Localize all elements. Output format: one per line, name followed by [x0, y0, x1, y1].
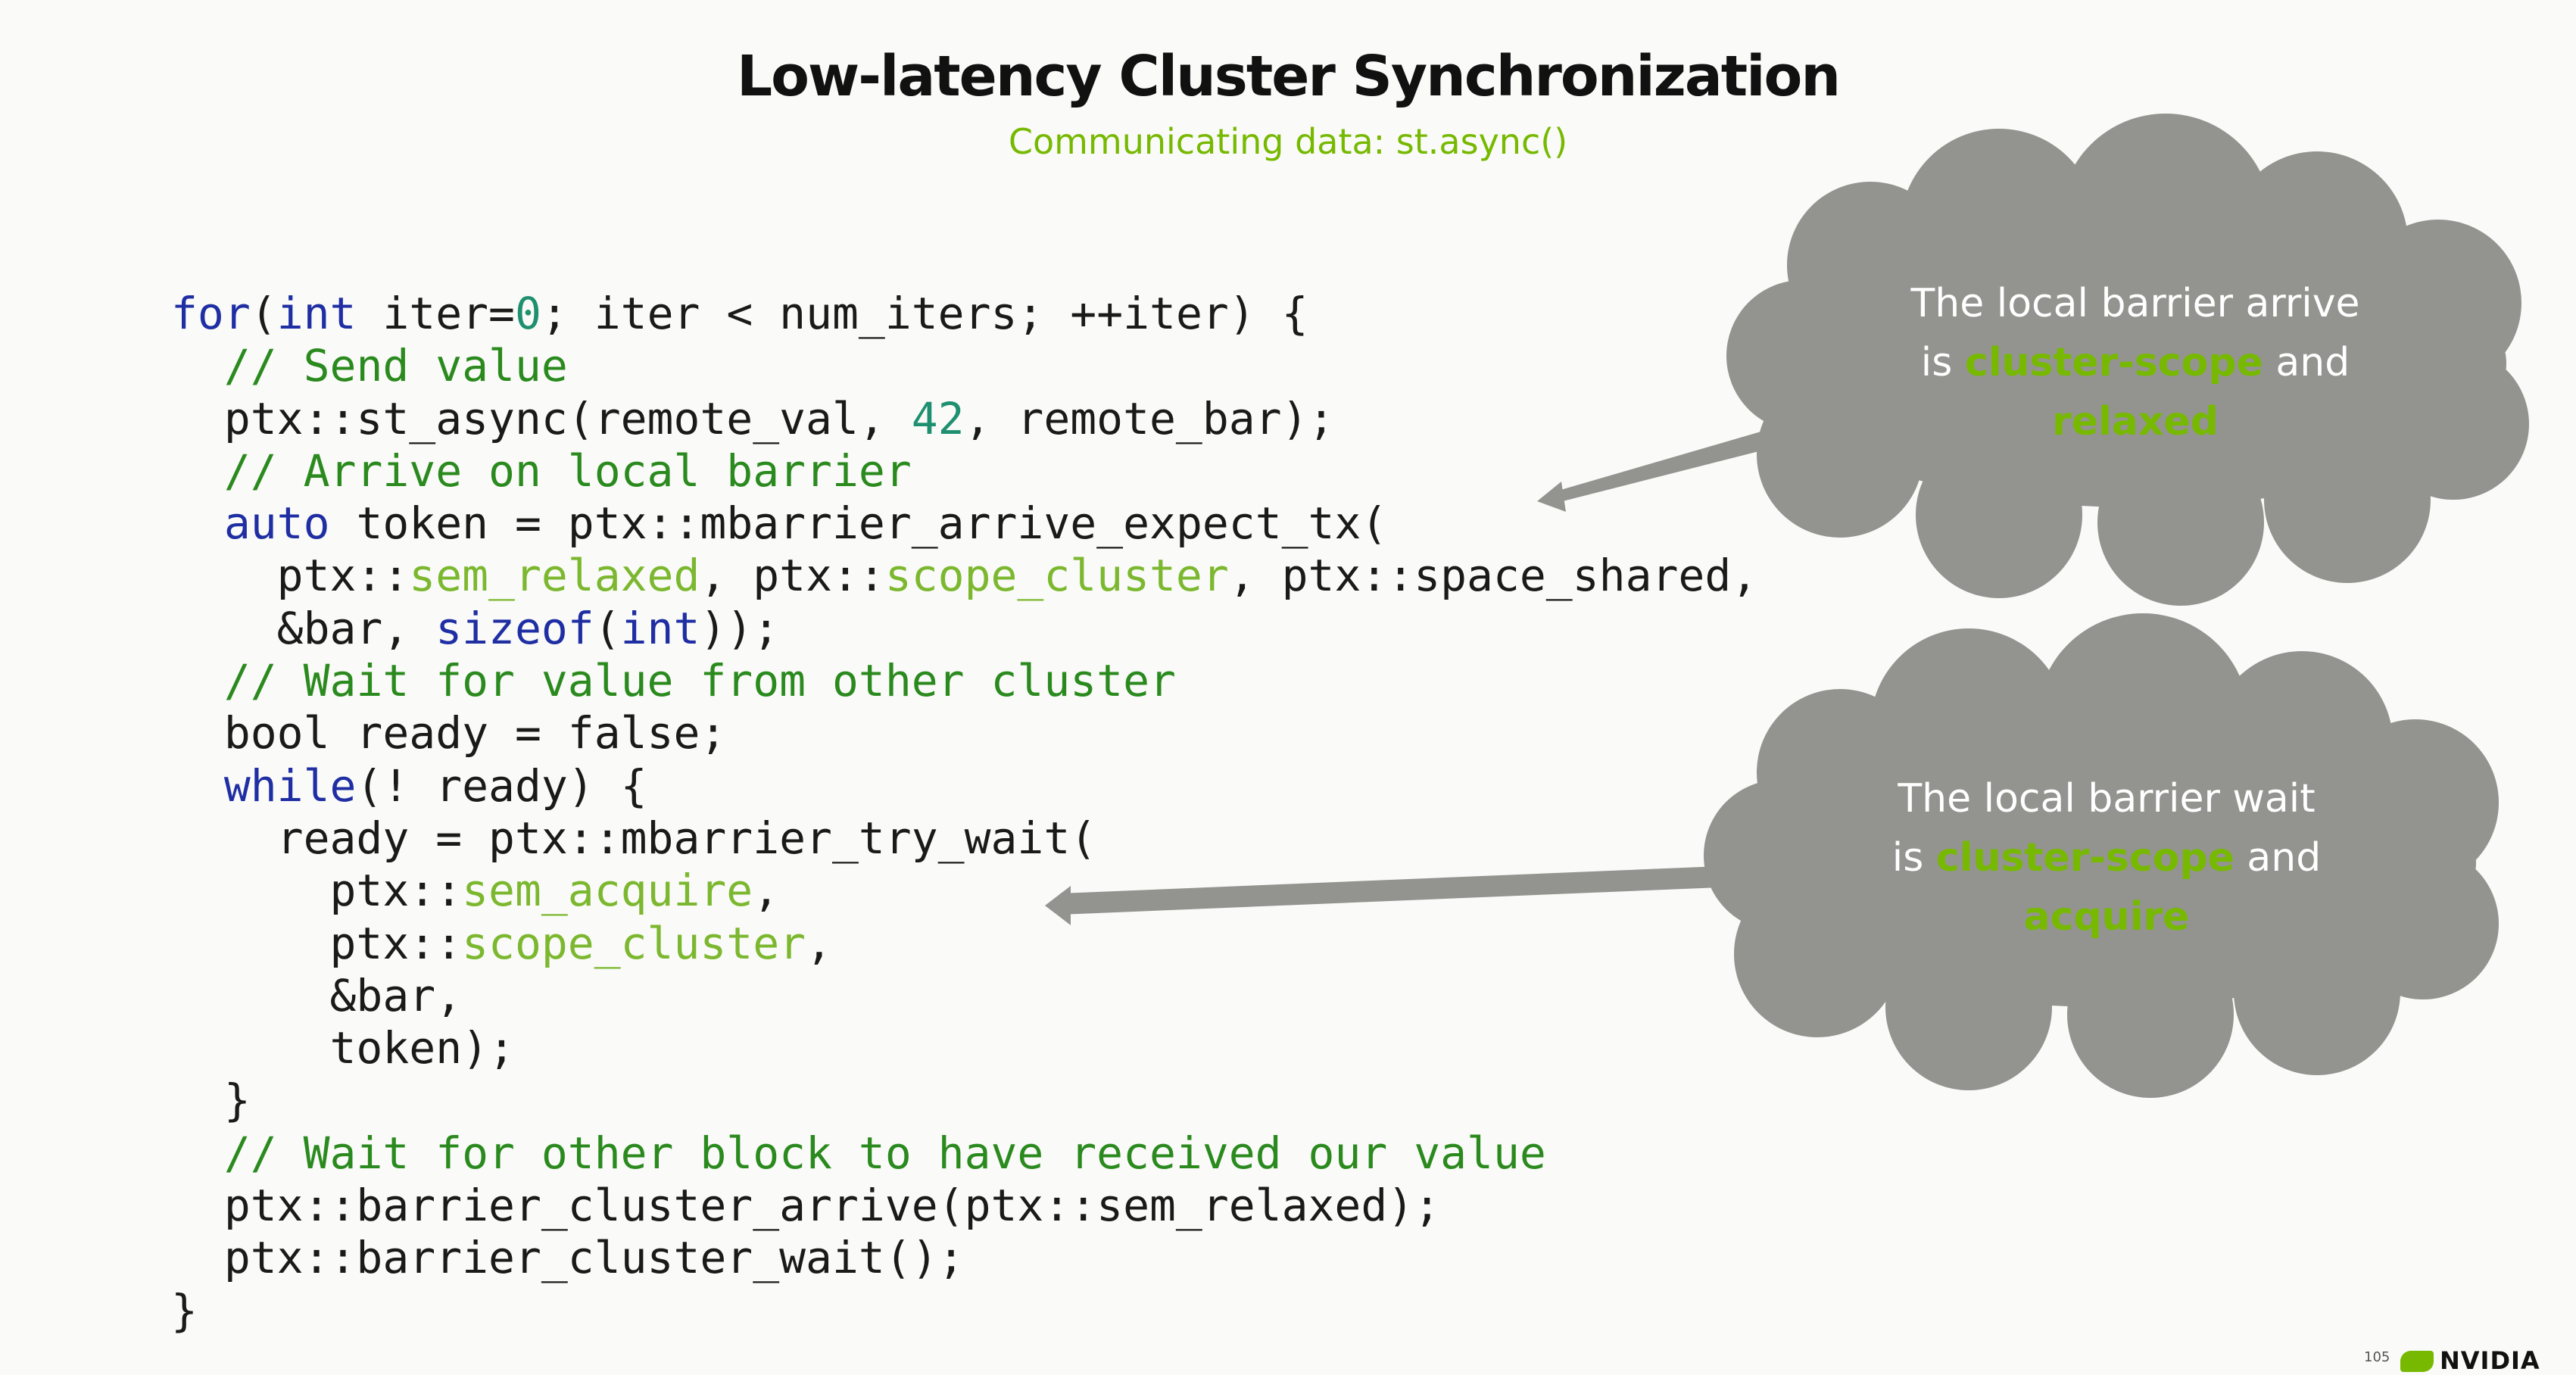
code-token: ,	[753, 865, 780, 917]
code-token: ptx::	[171, 550, 410, 602]
code-token: iter=	[356, 288, 515, 339]
code-line: // Wait for value from other cluster	[171, 655, 1757, 707]
code-token: &bar,	[171, 969, 463, 1021]
callout-top-highlight-scope: cluster-scope	[1964, 340, 2263, 385]
code-token: // Arrive on local barrier	[223, 444, 912, 497]
code-token: , remote_bar);	[964, 392, 1335, 444]
code-line: }	[171, 1074, 1757, 1127]
code-line: &bar,	[171, 970, 1757, 1022]
code-token: sem_relaxed	[409, 550, 700, 602]
code-token: // Wait for value from other cluster	[223, 655, 1176, 707]
code-line: for(int iter=0; iter < num_iters; ++iter…	[171, 288, 1757, 340]
brand-logo-text: NVIDIA	[2440, 1346, 2540, 1375]
code-line: auto token = ptx::mbarrier_arrive_expect…	[171, 497, 1757, 550]
code-line: ptx::barrier_cluster_arrive(ptx::sem_rel…	[171, 1180, 1757, 1232]
code-token: sizeof	[435, 602, 594, 654]
code-token: ptx::barrier_cluster_wait();	[171, 1232, 965, 1284]
code-token: 0	[514, 288, 541, 339]
code-token: int	[620, 602, 700, 654]
callout-bottom-line2: is cluster-scope and	[1891, 835, 2322, 881]
code-token: }	[171, 1074, 251, 1127]
code-token: sem_acquire	[462, 865, 753, 917]
code-token: , ptx::space_shared,	[1228, 550, 1758, 602]
code-line: token);	[171, 1022, 1757, 1074]
code-token: (	[250, 288, 277, 339]
code-line: ptx::barrier_cluster_wait();	[171, 1232, 1757, 1284]
callout-top-text: The local barrier arrive is cluster-scop…	[1832, 274, 2438, 451]
nvidia-logo-icon	[2400, 1351, 2434, 1372]
code-line: ptx::sem_acquire,	[171, 865, 1757, 917]
code-line: }	[171, 1285, 1757, 1337]
code-line: ptx::scope_cluster,	[171, 918, 1757, 970]
cloud-bottom	[1704, 613, 2499, 1098]
code-line: &bar, sizeof(int));	[171, 603, 1757, 655]
code-token: ptx::st_async(remote_val,	[171, 392, 912, 444]
code-token: auto	[223, 497, 330, 550]
code-token: int	[276, 288, 357, 339]
code-token: ptx::barrier_cluster_arrive(ptx::sem_rel…	[171, 1180, 1441, 1232]
code-token: ptx::	[171, 917, 463, 969]
code-block: for(int iter=0; iter < num_iters; ++iter…	[171, 288, 1757, 1337]
code-token: token);	[171, 1022, 515, 1074]
code-token: scope_cluster	[884, 550, 1229, 602]
callout-top-line2: is cluster-scope and	[1920, 340, 2350, 385]
code-token: // Send value	[223, 340, 568, 392]
code-token: ));	[700, 602, 780, 654]
code-token: 42	[911, 392, 965, 444]
callout-bottom-text: The local barrier wait is cluster-scope …	[1804, 769, 2409, 946]
code-line: bool ready = false;	[171, 707, 1757, 759]
code-line: // Wait for other block to have received…	[171, 1127, 1757, 1180]
code-token: }	[171, 1284, 198, 1336]
code-token: ,	[806, 917, 832, 969]
cloud-top	[1726, 114, 2529, 606]
page-number: 105	[2364, 1349, 2390, 1365]
code-token: ; iter < num_iters; ++iter) {	[541, 288, 1308, 339]
callout-top-highlight-sem: relaxed	[2052, 399, 2219, 444]
code-line: ptx::sem_relaxed, ptx::scope_cluster, pt…	[171, 550, 1758, 602]
code-token: while	[223, 759, 357, 812]
slide-title: Low-latency Cluster Synchronization	[736, 44, 1841, 109]
code-line: ready = ptx::mbarrier_try_wait(	[171, 812, 1757, 865]
callout-bottom-highlight-scope: cluster-scope	[1935, 835, 2235, 881]
callout-top-line1: The local barrier arrive	[1910, 281, 2360, 326]
code-token: bool ready = false;	[171, 707, 727, 759]
code-token: ready = ptx::mbarrier_try_wait(	[171, 812, 1097, 864]
code-line: // Arrive on local barrier	[171, 445, 1757, 497]
slide-subtitle: Communicating data: st.async()	[1008, 121, 1568, 162]
code-line: ptx::st_async(remote_val, 42, remote_bar…	[171, 393, 1757, 445]
callout-bottom-line1: The local barrier wait	[1898, 776, 2316, 822]
code-token: (	[594, 602, 621, 654]
code-token: (! ready) {	[356, 759, 647, 812]
code-token: scope_cluster	[462, 917, 806, 969]
code-token: // Wait for other block to have received…	[223, 1127, 1546, 1179]
arrow-top	[1537, 424, 1795, 512]
arrow-bottom	[1045, 865, 1757, 925]
code-token: ptx::	[171, 865, 463, 917]
callout-bottom-highlight-sem: acquire	[2023, 894, 2190, 940]
code-token: token = ptx::mbarrier_arrive_expect_tx(	[329, 497, 1388, 550]
code-token: , ptx::	[700, 550, 885, 602]
code-line: // Send value	[171, 340, 1757, 392]
code-token: for	[171, 288, 251, 339]
code-line: while(! ready) {	[171, 760, 1757, 812]
code-token: &bar,	[171, 602, 436, 654]
